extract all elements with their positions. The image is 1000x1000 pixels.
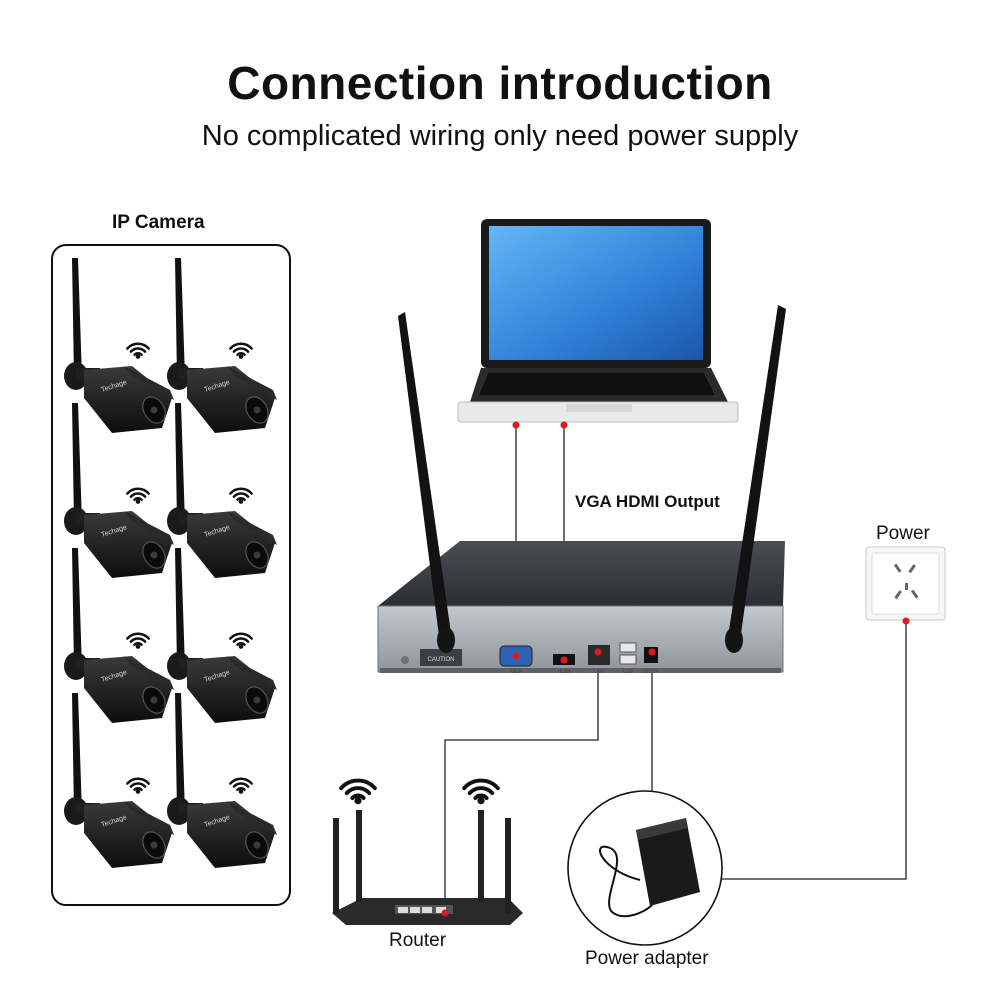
camera-antenna	[72, 403, 82, 523]
ip-camera: Techage	[64, 403, 174, 578]
camera-antenna	[175, 693, 185, 813]
router-antenna	[356, 810, 362, 902]
router-label: Router	[389, 930, 447, 951]
vga-hdmi-output-label: VGA HDMI Output	[575, 492, 720, 511]
camera-antenna	[72, 258, 82, 378]
laptop-screen	[489, 226, 703, 360]
wall-socket	[865, 546, 946, 621]
power-adapter	[567, 790, 723, 946]
power-adapter-label: Power adapter	[585, 948, 709, 969]
camera-antenna	[175, 548, 185, 668]
adapter-cord	[599, 845, 653, 918]
dot-nvr-vga	[512, 652, 520, 660]
nvr-top	[378, 541, 785, 606]
dot-socket	[902, 617, 910, 625]
port-label-hdmi: HDMI	[558, 669, 571, 675]
camera-antenna	[72, 693, 82, 813]
camera-antenna	[175, 403, 185, 523]
wifi-icon	[126, 487, 150, 504]
page-subtitle: No complicated wiring only need power su…	[201, 120, 799, 152]
wifi-icon	[462, 778, 500, 805]
dot-nvr-hdmi	[560, 656, 568, 664]
router-antenna	[478, 810, 484, 902]
usb-port-bottom	[619, 654, 637, 665]
wifi-icon	[229, 632, 253, 649]
port-label-lan: LAN	[594, 669, 604, 675]
wifi-icon	[126, 777, 150, 794]
laptop	[457, 219, 739, 423]
camera-antenna	[72, 548, 82, 668]
nvr-antenna-left	[398, 312, 452, 644]
camera-antenna	[175, 258, 185, 378]
connection-dots	[441, 421, 910, 917]
page-title: Connection introduction	[227, 57, 773, 109]
dot-laptop-vga	[512, 421, 520, 429]
nvr-recorder: CAUTION VGA HDMI LAN USB DC12V	[377, 305, 786, 675]
ip-camera: Techage	[167, 258, 277, 433]
ip-camera: Techage	[167, 403, 277, 578]
wifi-icon	[126, 632, 150, 649]
wifi-icon	[229, 487, 253, 504]
router-wifi-signals	[339, 778, 500, 805]
ip-camera: Techage	[64, 693, 174, 868]
dot-nvr-lan	[594, 648, 602, 656]
usb-port-top	[619, 642, 637, 653]
caution-text: CAUTION	[428, 657, 455, 663]
wifi-icon	[339, 778, 377, 805]
ip-camera: Techage	[167, 693, 277, 868]
wifi-icon	[229, 342, 253, 359]
camera-group-frame	[51, 244, 291, 906]
power-cable	[722, 621, 907, 880]
ip-camera: Techage	[64, 258, 174, 433]
dot-router-lan	[441, 909, 449, 917]
dot-nvr-dc	[648, 648, 656, 656]
lan-cable	[444, 652, 599, 913]
wifi-icon	[229, 777, 253, 794]
router-antenna	[505, 818, 511, 914]
nvr-antenna-right	[728, 305, 786, 641]
ip-camera: Techage	[64, 548, 174, 723]
ip-camera: Techage	[167, 548, 277, 723]
laptop-touchpad	[566, 404, 632, 412]
ip-camera-label: IP Camera	[112, 212, 205, 233]
dot-laptop-hdmi	[560, 421, 568, 429]
router-antenna	[333, 818, 339, 914]
wifi-icon	[126, 342, 150, 359]
port-label-dc: DC12V	[643, 669, 660, 675]
port-label-usb: USB	[623, 669, 634, 675]
port-label-vga: VGA	[511, 669, 522, 675]
connection-lines	[444, 426, 907, 913]
router	[332, 810, 523, 925]
caution-label	[420, 649, 462, 666]
power-label: Power	[876, 523, 930, 544]
